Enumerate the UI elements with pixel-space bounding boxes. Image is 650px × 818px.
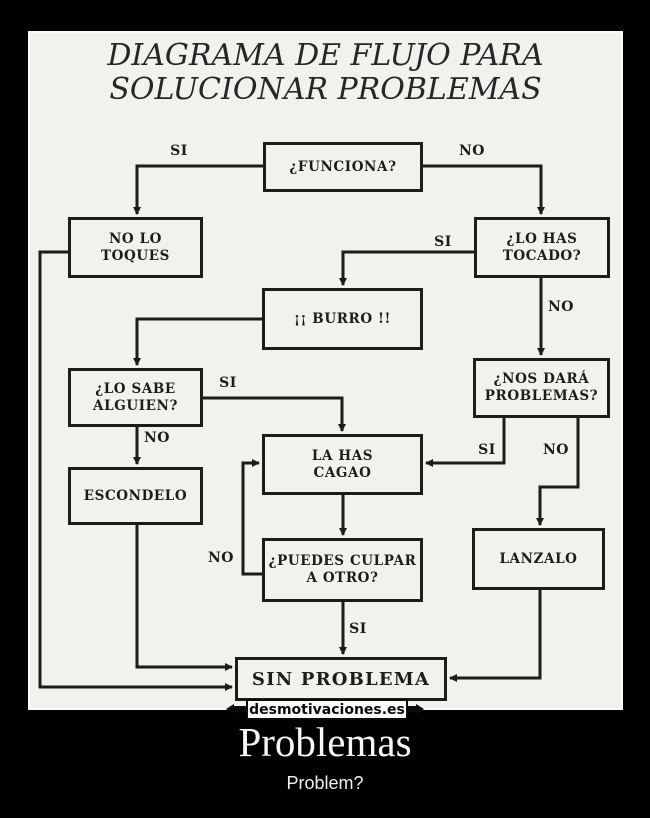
edge-funciona-si <box>133 164 263 215</box>
node-burro: ¡¡ BURRO !! <box>262 288 423 350</box>
node-escondelo: ESCONDELO <box>68 467 203 525</box>
edge-burro-out <box>133 317 262 366</box>
flowchart-image: DIAGRAMA DE FLUJO PARA SOLUCIONAR PROBLE… <box>28 31 623 710</box>
flowchart-title: DIAGRAMA DE FLUJO PARA SOLUCIONAR PROBLE… <box>30 39 621 107</box>
node-lanzalo-label: LANZALO <box>499 550 578 567</box>
edge-label-nosdara-no: NO <box>543 442 569 458</box>
node-la-has-cagao-line2: CAGAO <box>313 464 372 481</box>
node-lanzalo: LANZALO <box>472 528 605 590</box>
node-sin-problema-label: SIN PROBLEMA <box>251 668 431 690</box>
node-puedes-culpar-a-otro: ¿PUEDES CULPAR A OTRO? <box>262 538 423 602</box>
node-lo-sabe-alguien: ¿LO SABE ALGUIEN? <box>68 368 203 427</box>
node-puedes-culpar-line2: A OTRO? <box>306 570 379 586</box>
node-nos-dara-problemas-line2: PROBLEMAS? <box>484 388 599 404</box>
node-nos-dara-problemas-line1: ¿NOS DARÁ <box>493 371 590 387</box>
edge-lanzalo-out <box>449 590 542 682</box>
edge-label-funciona-si: SI <box>170 143 188 159</box>
node-funciona: ¿FUNCIONA? <box>263 142 423 192</box>
watermark: desmotivaciones.es <box>246 699 408 720</box>
node-lo-has-tocado-line2: TOCADO? <box>502 247 582 264</box>
node-lo-sabe-alguien-line1: ¿LO SABE <box>95 380 176 397</box>
edge-label-culpar-no: NO <box>208 550 234 566</box>
edge-nosdara-no <box>536 418 580 526</box>
edge-label-nosdara-si: SI <box>478 442 496 458</box>
node-escondelo-label: ESCONDELO <box>83 487 188 504</box>
watermark-text: desmotivaciones.es <box>249 701 405 718</box>
node-puedes-culpar-line1: ¿PUEDES CULPAR <box>268 553 417 569</box>
edge-label-sabe-no: NO <box>144 430 170 446</box>
edge-escondelo-out <box>135 525 233 671</box>
node-la-has-cagao-line1: LA HAS <box>311 447 374 464</box>
edge-label-sabe-si: SI <box>219 375 237 391</box>
edge-label-culpar-si: SI <box>349 621 367 637</box>
node-no-lo-toques-line2: TOQUES <box>101 247 170 264</box>
node-sin-problema: SIN PROBLEMA <box>235 657 447 701</box>
flowchart-title-line1: DIAGRAMA DE FLUJO PARA <box>107 38 544 73</box>
edge-label-funciona-no: NO <box>459 143 485 159</box>
node-funciona-label: ¿FUNCIONA? <box>289 158 397 175</box>
flowchart-connectors <box>38 164 580 691</box>
node-no-lo-toques-line1: NO LO <box>108 230 163 247</box>
edge-nosdara-si <box>425 418 506 467</box>
node-burro-label: ¡¡ BURRO !! <box>293 310 392 327</box>
edge-notoques-out <box>38 250 233 691</box>
edge-tocado-si <box>339 250 474 286</box>
edge-sabe-si <box>203 396 346 432</box>
flowchart-title-line2: SOLUCIONAR PROBLEMAS <box>109 72 542 107</box>
edge-funciona-no <box>423 164 545 215</box>
caption-title: Problemas <box>238 719 412 765</box>
node-la-has-cagao: LA HAS CAGAO <box>262 434 423 495</box>
edge-label-tocado-si: SI <box>434 234 452 250</box>
caption-subtitle: Problem? <box>286 773 364 793</box>
node-nos-dara-problemas: ¿NOS DARÁ PROBLEMAS? <box>473 358 610 418</box>
watermark-ribbon-right-tip <box>416 704 424 714</box>
watermark-ribbon-left-tip <box>226 704 234 714</box>
node-lo-sabe-alguien-line2: ALGUIEN? <box>93 397 178 414</box>
node-lo-has-tocado-line1: ¿LO HAS <box>506 230 578 247</box>
node-lo-has-tocado: ¿LO HAS TOCADO? <box>474 217 610 278</box>
edge-culpar-no-loop <box>241 459 262 576</box>
edge-label-tocado-no: NO <box>548 299 574 315</box>
node-no-lo-toques: NO LO TOQUES <box>68 217 203 278</box>
